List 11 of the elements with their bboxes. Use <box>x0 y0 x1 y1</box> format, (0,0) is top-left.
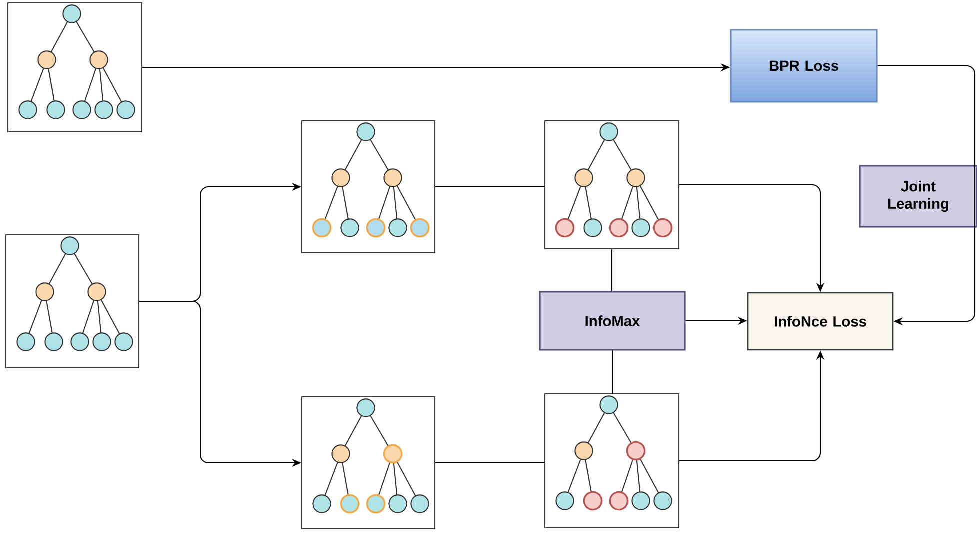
loss-box: BPR Loss <box>730 29 878 103</box>
tree-panel <box>544 120 680 250</box>
process-box: InfoMax <box>539 291 686 351</box>
tree-panel <box>5 234 140 369</box>
process-box: Joint Learning <box>859 165 977 228</box>
tree-panel <box>301 396 436 530</box>
tree-panel <box>7 2 143 133</box>
tree-panel <box>544 393 680 529</box>
arrow <box>878 65 976 326</box>
loss-box: InfoNce Loss <box>747 292 894 351</box>
tree-panel <box>301 120 436 254</box>
